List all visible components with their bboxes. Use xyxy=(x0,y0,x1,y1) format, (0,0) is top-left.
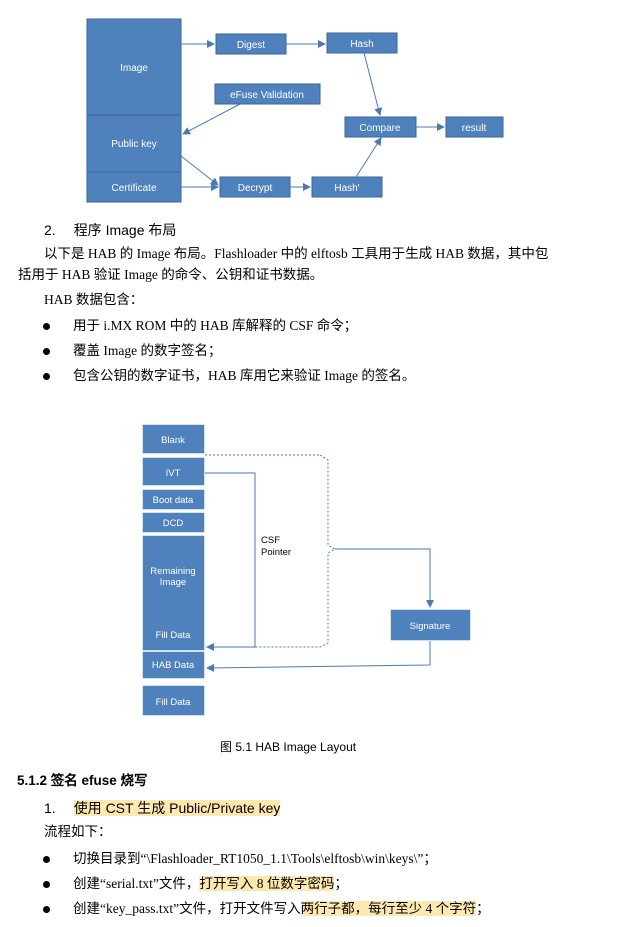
step-number: 1. xyxy=(44,800,56,816)
section-5-1-2-heading: 5.1.2 签名 efuse 烧写 xyxy=(17,773,148,788)
flow-label: 流程如下： xyxy=(44,824,112,839)
boot-data-block xyxy=(141,488,206,511)
section-title: 程序 Image 布局 xyxy=(73,222,177,238)
bullet-item: 切换目录到“\Flashloader_RT1050_1.1\Tools\elft… xyxy=(73,851,437,866)
signature-label: Signature xyxy=(410,621,451,632)
digest-label: Digest xyxy=(237,40,266,51)
result-box xyxy=(445,116,504,138)
bullet-icon xyxy=(43,856,50,863)
highlighted-text: 打开写入 8 位数字密码 xyxy=(199,876,335,891)
certificate-block xyxy=(86,171,182,203)
signature-to-habdata-arrow xyxy=(206,641,431,672)
boot-data-label: Boot data xyxy=(153,495,194,506)
certificate-label: Certificate xyxy=(111,183,156,194)
hash-prime-label: Hash' xyxy=(334,183,359,194)
arrow-efuse-publickey xyxy=(182,103,241,135)
arrow-publickey-decrypt xyxy=(180,155,219,186)
bullet-text: 创建“key_pass.txt”文件，打开文件写入 xyxy=(73,901,301,916)
hab-image-layout-diagram: Blank IVT Boot data DCD Remaining Image … xyxy=(141,423,472,717)
ivt-block xyxy=(141,456,206,487)
fill-data-bottom-block xyxy=(141,684,206,717)
bullet-text: 创建“serial.txt”文件， xyxy=(73,876,200,891)
efuse-validation-label: eFuse Validation xyxy=(230,90,304,101)
brace-line xyxy=(205,454,337,648)
fill-data-label: Fill Data xyxy=(156,630,192,641)
bullet-item: 覆盖 Image 的数字签名； xyxy=(73,343,222,358)
highlighted-text: 两行子都，每行至少 4 个字符 xyxy=(300,901,477,916)
csf-pointer-arrow xyxy=(205,472,256,651)
remaining-label-2: Image xyxy=(160,577,186,588)
blank-label: Blank xyxy=(161,435,185,446)
bullet-text: ； xyxy=(334,876,348,891)
compare-label: Compare xyxy=(359,123,401,134)
result-label: result xyxy=(462,123,487,134)
public-key-block xyxy=(86,114,182,173)
brace-to-signature-arrow xyxy=(335,548,434,608)
paragraph-line-2: 括用于 HAB 验证 Image 的命令、公钥和证书数据。 xyxy=(18,267,324,282)
step-title: 使用 CST 生成 Public/Private key xyxy=(73,800,281,816)
arrow-hashprime-compare xyxy=(355,137,382,178)
csf-label-2: Pointer xyxy=(261,547,291,558)
arrow-hash-compare xyxy=(363,52,383,116)
hash-prime-box xyxy=(311,176,383,198)
paragraph-line-1: 以下是 HAB 的 Image 布局。Flashloader 中的 elftos… xyxy=(44,246,549,261)
hab-data-label: HAB Data xyxy=(152,660,195,671)
bullet-icon xyxy=(43,906,50,913)
hab-contains-label: HAB 数据包含： xyxy=(44,292,144,307)
step-1-heading: 1. 使用 CST 生成 Public/Private key xyxy=(44,798,281,818)
ivt-label: IVT xyxy=(166,468,181,479)
efuse-validation-box xyxy=(214,83,321,105)
figure-caption: 图 5.1 HAB Image Layout xyxy=(220,740,357,754)
bullet-text: ； xyxy=(476,901,490,916)
blank-block xyxy=(141,423,206,455)
bullet-item: 创建“key_pass.txt”文件，打开文件写入两行子都，每行至少 4 个字符… xyxy=(73,899,490,919)
signature-box xyxy=(389,608,472,642)
hab-data-block xyxy=(141,650,206,680)
dcd-block xyxy=(141,511,206,534)
bullet-icon xyxy=(43,323,50,330)
bullet-icon xyxy=(43,348,50,355)
hash-label: Hash xyxy=(350,39,373,50)
bullet-icon xyxy=(43,373,50,380)
hab-authentication-diagram: Image Public key Certificate Digest Hash… xyxy=(86,18,504,203)
fill-data-bottom-label: Fill Data xyxy=(156,697,192,708)
bullet-item: 用于 i.MX ROM 中的 HAB 库解释的 CSF 命令； xyxy=(73,318,358,333)
bullet-icon xyxy=(43,881,50,888)
remaining-image-block xyxy=(141,534,206,653)
image-label: Image xyxy=(120,63,148,74)
bullet-item: 创建“serial.txt”文件，打开写入 8 位数字密码； xyxy=(73,874,348,894)
hash-box xyxy=(326,32,398,54)
section-2-heading: 2. 程序 Image 布局 xyxy=(44,220,176,240)
image-block xyxy=(86,18,182,116)
bullet-item: 包含公钥的数字证书，HAB 库用它来验证 Image 的签名。 xyxy=(73,368,416,383)
csf-label-1: CSF xyxy=(261,535,280,546)
decrypt-label: Decrypt xyxy=(238,183,273,194)
section-number: 2. xyxy=(44,222,56,238)
remaining-label-1: Remaining xyxy=(150,566,195,577)
dcd-label: DCD xyxy=(163,518,184,529)
public-key-label: Public key xyxy=(111,139,157,150)
